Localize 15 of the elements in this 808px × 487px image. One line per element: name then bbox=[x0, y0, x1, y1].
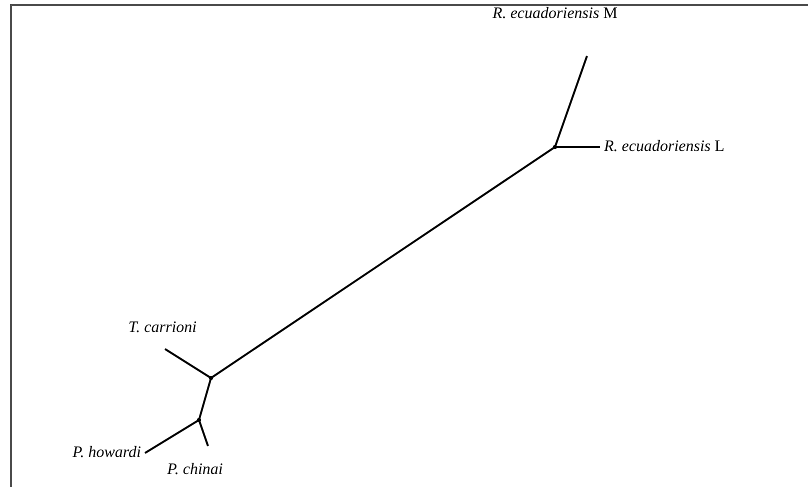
tree-branch bbox=[144, 419, 200, 454]
taxon-label: P. howardi bbox=[72, 443, 141, 463]
branch-point bbox=[209, 376, 213, 380]
tree-branch bbox=[164, 348, 212, 379]
tree-branch bbox=[198, 378, 212, 420]
taxon-label: R. ecuadoriensis M bbox=[492, 4, 618, 24]
branch-point bbox=[197, 418, 201, 422]
taxon-label: P. chinai bbox=[167, 460, 223, 480]
taxon-label: R. ecuadoriensis L bbox=[604, 137, 724, 157]
taxon-label: T. carrioni bbox=[128, 318, 197, 338]
branch-point bbox=[553, 145, 557, 149]
tree-branch bbox=[554, 56, 588, 148]
tree-branch bbox=[555, 146, 600, 148]
tree-branch bbox=[210, 146, 556, 379]
tree-branch bbox=[198, 420, 209, 446]
